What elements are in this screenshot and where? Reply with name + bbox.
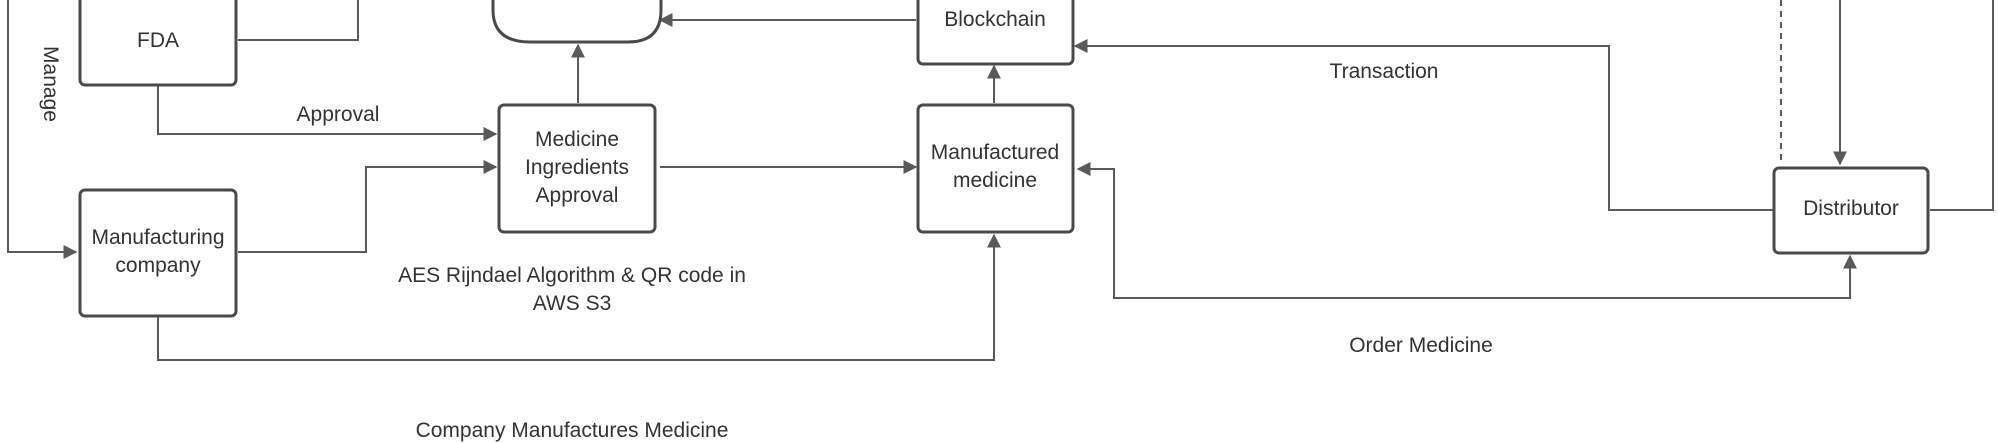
ingredients-label-line-2: Ingredients bbox=[525, 156, 629, 179]
order-medicine-edge bbox=[1076, 162, 1857, 299]
company-to-ingredients-edge bbox=[238, 160, 498, 253]
approval-label: Approval bbox=[297, 103, 380, 126]
ingredients-label-line-3: Approval bbox=[536, 184, 619, 207]
approval-edge bbox=[157, 84, 498, 141]
medicine-ingredients-approval-node bbox=[497, 103, 657, 234]
ingredients-label-line-1: Medicine bbox=[535, 128, 619, 151]
order-medicine-label: Order Medicine bbox=[1349, 334, 1493, 357]
manage-edge bbox=[7, 0, 78, 259]
aes-label-line-2: AWS S3 bbox=[533, 292, 612, 315]
company-manufactures-edge bbox=[157, 233, 1001, 361]
transaction-label: Transaction bbox=[1330, 60, 1439, 83]
manage-label: Manage bbox=[39, 46, 62, 122]
manufactured-label-line-1: Manufactured bbox=[931, 141, 1059, 164]
company-label-line-2: company bbox=[115, 254, 201, 277]
fda-node bbox=[78, 0, 238, 87]
blockchain-node bbox=[916, 0, 1075, 66]
fda-label: FDA bbox=[137, 29, 179, 52]
company-manufactures-label: Company Manufactures Medicine bbox=[416, 419, 729, 442]
distributor-right-connector bbox=[1930, 0, 1994, 211]
company-label-line-1: Manufacturing bbox=[91, 226, 224, 249]
fda-top-connector bbox=[238, 0, 359, 41]
storage-node bbox=[491, 0, 663, 44]
manufacturing-company-node bbox=[78, 188, 238, 318]
manufactured-medicine-node bbox=[916, 103, 1075, 234]
aes-label-line-1: AES Rijndael Algorithm & QR code in bbox=[398, 264, 746, 287]
distributor-label: Distributor bbox=[1803, 197, 1899, 220]
blockchain-label: Blockchain bbox=[944, 8, 1046, 31]
manufactured-label-line-2: medicine bbox=[953, 169, 1037, 192]
distributor-node bbox=[1772, 166, 1930, 255]
